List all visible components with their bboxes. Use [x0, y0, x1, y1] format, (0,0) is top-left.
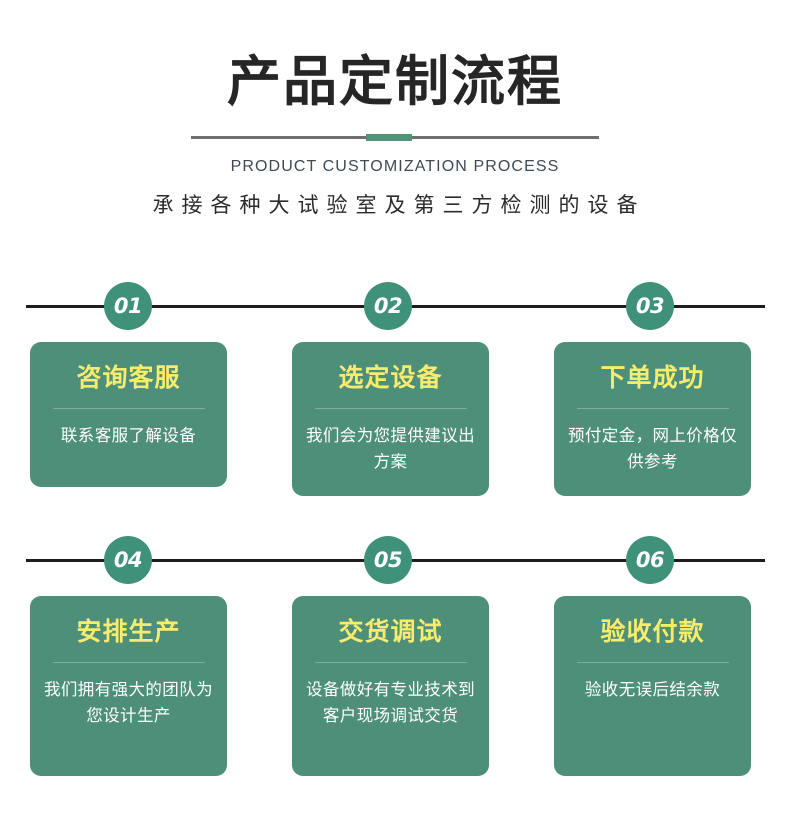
page-header: 产品定制流程 PRODUCT CUSTOMIZATION PROCESS 承接各…	[0, 0, 790, 219]
page-title: 产品定制流程	[227, 50, 563, 113]
process-row-2: 04 05 06 安排生产 我们拥有强大的团队为您设计生产 交货调试 设备做好有…	[0, 536, 790, 776]
step-card-04[interactable]: 安排生产 我们拥有强大的团队为您设计生产	[30, 596, 227, 776]
step-card-rule	[52, 661, 205, 663]
step-card-05[interactable]: 交货调试 设备做好有专业技术到客户现场调试交货	[292, 596, 489, 776]
step-card-02[interactable]: 选定设备 我们会为您提供建议出方案	[292, 342, 489, 497]
step-card-rule	[314, 661, 467, 663]
step-card-title: 选定设备	[338, 363, 443, 392]
step-card-description: 设备做好有专业技术到客户现场调试交货	[306, 679, 475, 726]
step-track-2: 04 05 06	[0, 536, 790, 586]
step-card-description: 联系客服了解设备	[60, 425, 197, 445]
step-card-description: 预付定金，网上价格仅供参考	[568, 425, 737, 472]
step-card-03[interactable]: 下单成功 预付定金，网上价格仅供参考	[554, 342, 751, 497]
step-card-description: 我们拥有强大的团队为您设计生产	[44, 679, 213, 726]
subtitle-chinese: 承接各种大试验室及第三方检测的设备	[152, 193, 646, 218]
step-number-badge-06[interactable]: 06	[626, 536, 674, 584]
step-number-badge-01[interactable]: 01	[104, 282, 152, 330]
subtitle-english: PRODUCT CUSTOMIZATION PROCESS	[230, 158, 560, 176]
step-card-title: 验收付款	[600, 617, 705, 646]
step-number-badge-02[interactable]: 02	[364, 282, 412, 330]
step-track-1: 01 02 03	[0, 282, 790, 332]
step-number-badge-04[interactable]: 04	[104, 536, 152, 584]
title-divider	[191, 134, 599, 142]
step-card-title: 交货调试	[338, 617, 443, 646]
step-card-rule	[314, 407, 467, 409]
step-number-badge-03[interactable]: 03	[626, 282, 674, 330]
step-card-06[interactable]: 验收付款 验收无误后结余款	[554, 596, 751, 776]
step-card-title: 下单成功	[600, 363, 705, 392]
step-card-title: 安排生产	[76, 617, 181, 646]
process-row-1: 01 02 03 咨询客服 联系客服了解设备 选定设备 我们会为您提供建议出方案…	[0, 282, 790, 497]
step-card-01[interactable]: 咨询客服 联系客服了解设备	[30, 342, 227, 487]
step-number-badge-05[interactable]: 05	[364, 536, 412, 584]
step-card-title: 咨询客服	[76, 363, 181, 392]
step-card-description: 验收无误后结余款	[584, 679, 721, 699]
divider-center-accent	[366, 134, 412, 142]
step-card-description: 我们会为您提供建议出方案	[306, 425, 475, 472]
step-card-rule	[52, 407, 205, 409]
step-card-rule	[576, 407, 729, 409]
step-card-rule	[576, 661, 729, 663]
